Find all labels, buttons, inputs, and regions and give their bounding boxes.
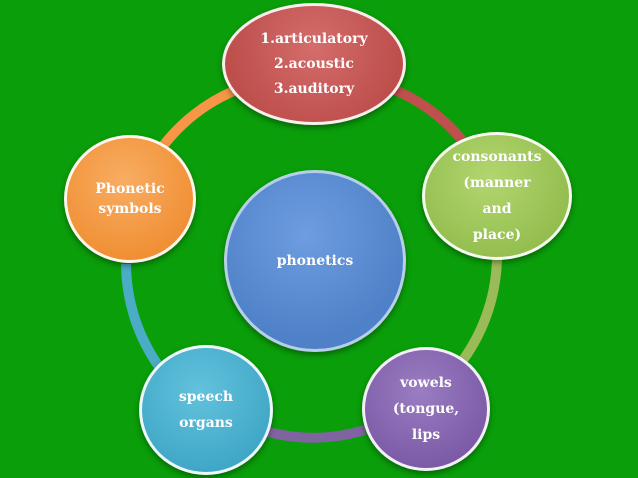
node-line: and	[482, 201, 512, 217]
node-line: speech	[178, 389, 234, 405]
node-line: 2.acoustic	[274, 55, 354, 72]
ring-segment-top-right	[388, 83, 466, 144]
node-phonetic-symbols: Phonetic symbols	[64, 135, 196, 263]
node-line: consonants	[452, 149, 542, 165]
node-consonants: consonants (manner and place)	[422, 132, 572, 260]
center-node-phonetics: phonetics	[224, 170, 406, 352]
ring-segment-right-bottom	[458, 254, 502, 363]
node-line: lips	[411, 427, 441, 443]
node-line: (manner	[463, 175, 531, 191]
ring-segment-left-bottom	[121, 263, 165, 371]
node-line: organs	[179, 415, 233, 431]
ring-segment-left-top	[155, 85, 238, 153]
node-line: vowels	[400, 375, 452, 391]
node-line: symbols	[98, 201, 162, 217]
node-line: Phonetic	[95, 181, 165, 197]
node-vowels: vowels (tongue, lips	[362, 347, 490, 471]
node-line: place)	[472, 227, 522, 243]
node-line: (tongue,	[392, 401, 460, 417]
node-articulatory-acoustic-auditory: 1.articulatory 2.acoustic 3.auditory	[222, 3, 406, 125]
ring-segment-bottom	[266, 425, 367, 443]
center-label: phonetics	[276, 252, 354, 269]
node-line: 1.articulatory	[260, 30, 368, 47]
node-line: 3.auditory	[273, 80, 355, 97]
node-speech-organs: speech organs	[139, 345, 273, 475]
